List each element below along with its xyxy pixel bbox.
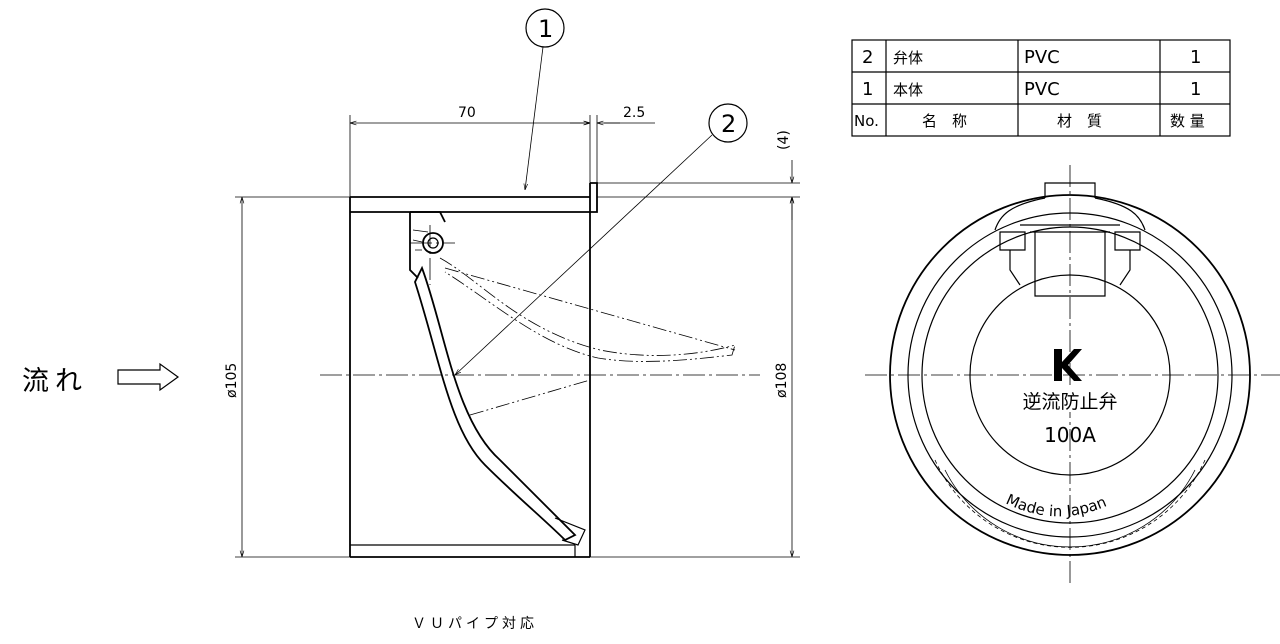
- row-2-name: 弁体: [893, 49, 923, 67]
- row-2-material: PVC: [1024, 47, 1060, 68]
- balloon-1-label: 1: [538, 15, 553, 43]
- dim-lip: (4): [776, 130, 792, 150]
- balloon-2: [708, 103, 748, 143]
- dim-length: 70: [458, 105, 476, 121]
- body-outline: [349, 183, 591, 558]
- row-2-qty: 1: [1190, 47, 1201, 68]
- header-name: 名 称: [922, 112, 967, 130]
- header-material: 材 質: [1057, 112, 1102, 130]
- front-view: 逆流防止弁 100A Made in Japan: [865, 165, 1280, 585]
- side-view: 70 2.5 (4) ø105 ø108 1 2: [224, 8, 800, 558]
- header-no: No.: [854, 112, 879, 130]
- made-in-japan: Made in Japan: [1003, 490, 1109, 520]
- caption: ＶＵパイプ対応: [412, 616, 538, 632]
- row-1-material: PVC: [1024, 79, 1060, 100]
- made-in-japan-text: Made in Japan: [1003, 490, 1109, 520]
- flow-arrow-icon: [117, 362, 180, 392]
- parts-table: 2 弁体 PVC 1 1 本体 PVC 1 No. 名 称 材 質 数 量: [851, 39, 1231, 137]
- product-name: 逆流防止弁: [1022, 391, 1117, 413]
- dim-inlet-diameter: ø105: [224, 363, 240, 398]
- hinge-housing: [409, 211, 446, 279]
- dim-outlet-diameter: ø108: [774, 363, 790, 398]
- row-1-name: 本体: [893, 81, 923, 99]
- header-qty: 数 量: [1170, 112, 1205, 130]
- product-size: 100A: [1044, 423, 1096, 447]
- row-2-no: 2: [862, 47, 873, 68]
- k-logo-icon: [1054, 349, 1082, 381]
- flow-indicator: 流れ: [22, 362, 180, 397]
- flow-label: 流れ: [22, 366, 88, 397]
- balloon-2-label: 2: [721, 110, 736, 138]
- valve-flap: [414, 265, 577, 542]
- row-1-no: 1: [862, 79, 873, 100]
- valve-flap-open: [439, 257, 736, 362]
- balloon-1: [525, 8, 565, 48]
- dim-gap: 2.5: [623, 105, 645, 121]
- row-1-qty: 1: [1190, 79, 1201, 100]
